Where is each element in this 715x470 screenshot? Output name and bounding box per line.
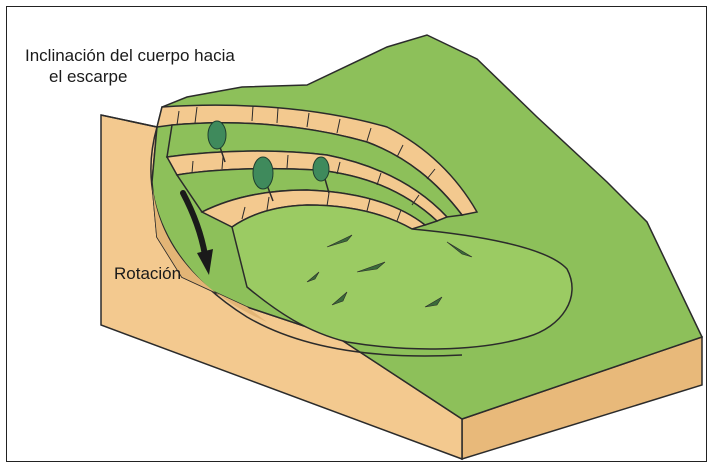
rotation-label: Rotación xyxy=(114,264,182,283)
tree-icon xyxy=(312,156,330,194)
tree-icon xyxy=(207,120,227,163)
landslide-block-diagram xyxy=(100,34,704,461)
diagram-frame: Inclinación del cuerpo hacia el escarpe … xyxy=(6,6,707,462)
inclination-label-line2: el escarpe xyxy=(49,67,128,86)
inclination-label: Inclinación del cuerpo hacia el escarpe xyxy=(25,45,235,87)
arrow-down-curved-icon xyxy=(180,190,213,275)
landslide-body xyxy=(231,204,573,350)
tension-crack-icon xyxy=(306,234,473,308)
slip-surface-curve xyxy=(150,126,463,357)
slip-surface-shade xyxy=(152,182,267,322)
tree-icon xyxy=(252,156,274,202)
scarp-hatch-marks xyxy=(176,105,436,222)
inclination-label-line1: Inclinación del cuerpo hacia xyxy=(25,46,235,65)
